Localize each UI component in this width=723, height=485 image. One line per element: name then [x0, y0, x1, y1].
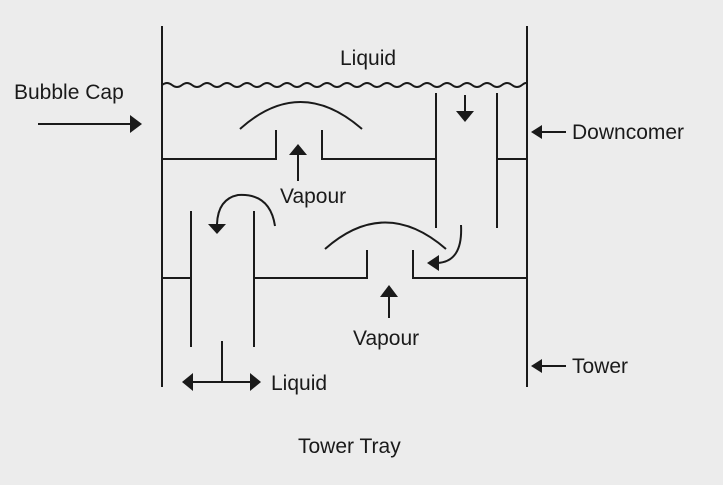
diagram-title: Tower Tray: [298, 435, 401, 458]
lower-tray: [162, 211, 527, 347]
vapour-arrow-lower: [380, 285, 398, 318]
upper-bubble-cap: [239, 101, 363, 130]
liquid-surface: [161, 82, 528, 88]
tower-pointer-arrow: [531, 359, 566, 373]
downcomer-pointer-arrow: [531, 125, 566, 139]
downflow-arrow-upper: [456, 95, 474, 122]
lower-tray-left-deck: [254, 250, 368, 279]
label-bubble-cap: Bubble Cap: [14, 81, 124, 104]
bubble-cap-pointer-arrow: [38, 115, 142, 133]
label-vapour-upper: Vapour: [280, 185, 346, 208]
lower-tray-right-deck: [412, 250, 527, 279]
curved-arrow-into-lower-downcomer: [208, 193, 276, 234]
lower-bubble-cap: [324, 221, 447, 250]
liquid-outflow-arrow: [182, 341, 261, 391]
vapour-arrow-upper: [289, 144, 307, 181]
curved-arrow-into-lower-tray: [427, 224, 463, 271]
label-tower: Tower: [572, 355, 628, 378]
upper-tray-left-deck: [162, 130, 277, 160]
label-liquid-top: Liquid: [340, 47, 396, 70]
label-downcomer: Downcomer: [572, 121, 684, 144]
upper-tray-right-deck: [321, 130, 436, 160]
label-vapour-lower: Vapour: [353, 327, 419, 350]
label-liquid-bottom: Liquid: [271, 372, 327, 395]
upper-tray: [162, 93, 527, 228]
